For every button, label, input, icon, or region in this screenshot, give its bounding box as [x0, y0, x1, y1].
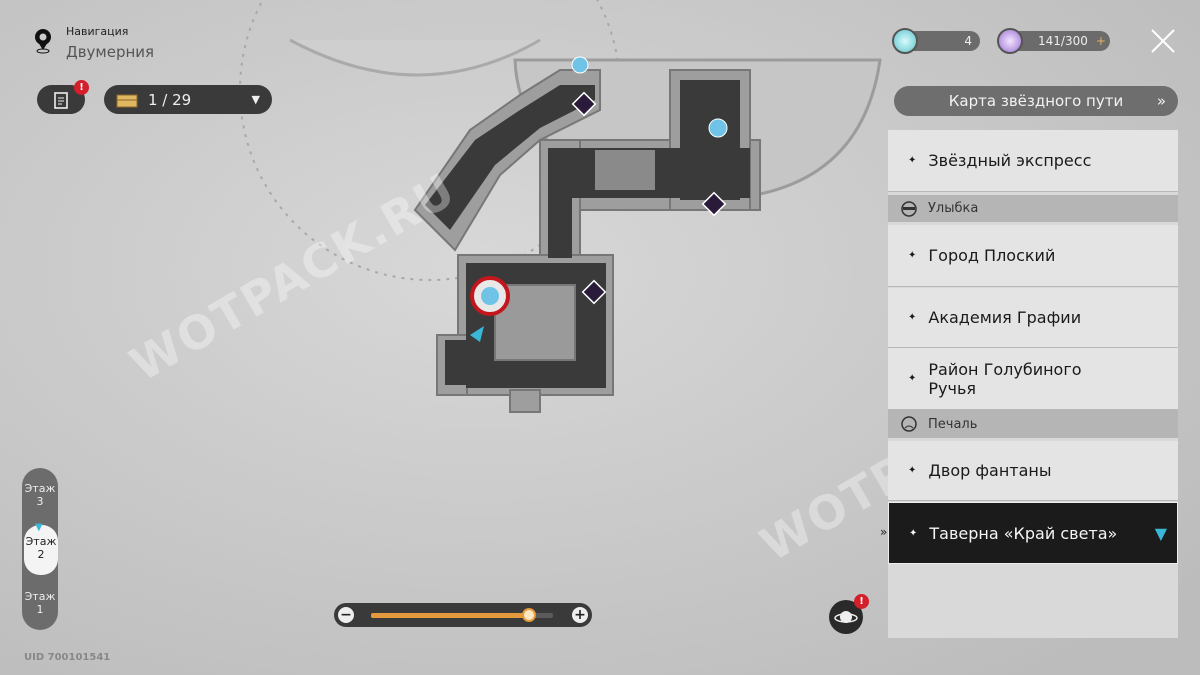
add-power-button[interactable]: +	[1095, 34, 1106, 48]
diamond-icon: ✦	[909, 527, 918, 539]
location-group-header: Улыбка	[888, 195, 1178, 222]
navigation-label: Навигация	[66, 25, 129, 38]
floor-number: 3	[36, 495, 44, 508]
location-item[interactable]: ✦ Город Плоский	[888, 225, 1178, 287]
zoom-track[interactable]	[371, 613, 553, 618]
floor-label: Этаж	[25, 535, 57, 548]
location-label: Двор фантаны	[928, 461, 1052, 480]
location-label: Академия Графии	[928, 308, 1082, 327]
star-map-label: Карта звёздного пути	[948, 92, 1124, 110]
location-item[interactable]: ✦ Двор фантаны	[888, 441, 1178, 501]
diamond-icon: ✦	[908, 312, 917, 323]
alert-badge: !	[854, 594, 869, 609]
zoom-fill	[371, 613, 530, 618]
location-label: Звёздный экспресс	[928, 151, 1092, 170]
zoom-in-button[interactable]: +	[572, 607, 588, 623]
location-item[interactable]: ✦ Академия Графии	[888, 288, 1178, 348]
chest-counter-dropdown[interactable]: 1 / 29 ▼	[104, 85, 272, 114]
location-item-selected[interactable]: ✦ Таверна «Край света» ▼	[888, 502, 1178, 564]
close-icon[interactable]	[1150, 28, 1176, 54]
power-counter: 141/300 +	[1010, 31, 1110, 51]
location-label: Район Голубиного Ручья	[928, 359, 1082, 398]
location-label: Таверна «Край света»	[929, 523, 1118, 543]
location-group-header: Печаль	[888, 410, 1178, 438]
current-position-icon: ▼	[1154, 523, 1167, 543]
floor-number: 2	[37, 548, 45, 561]
location-item[interactable]: ✦ Район Голубиного Ручья	[888, 348, 1178, 410]
planet-icon	[834, 611, 858, 623]
chevron-down-icon: ▼	[251, 93, 260, 106]
clipboard-icon	[54, 91, 68, 109]
diamond-icon: ✦	[908, 155, 917, 166]
fuel-value: 4	[964, 34, 972, 48]
group-label: Печаль	[928, 416, 978, 432]
fuel-icon	[892, 28, 918, 54]
trailblaze-power-icon	[997, 28, 1023, 54]
uid-label: UID 700101541	[24, 652, 111, 663]
missions-button[interactable]	[37, 85, 85, 114]
zoom-handle[interactable]	[522, 608, 537, 622]
player-floor-icon: ▼	[35, 522, 43, 533]
alert-badge: !	[74, 80, 89, 95]
diamond-icon: ✦	[908, 373, 917, 384]
floor-number: 1	[36, 603, 44, 616]
treasure-chest-icon	[116, 94, 138, 107]
zoom-slider[interactable]: − +	[334, 603, 592, 627]
diamond-icon: ✦	[908, 465, 917, 476]
location-list[interactable]: ✦ Звёздный экспресс Улыбка ✦ Город Плоский…	[888, 130, 1178, 638]
power-value: 141/300	[1038, 34, 1088, 48]
floor-label: Этаж	[24, 482, 56, 495]
double-chevron-right-icon: »	[1156, 92, 1166, 110]
fuel-counter: 4	[905, 31, 980, 51]
group-label: Улыбка	[928, 201, 979, 216]
selection-arrow-icon: »	[880, 525, 888, 539]
location-item[interactable]: ✦ Звёздный экспресс	[888, 130, 1178, 192]
location-pin-icon	[35, 29, 51, 54]
location-label: Город Плоский	[928, 246, 1056, 265]
current-location: Двумерния	[66, 43, 155, 61]
diamond-icon: ✦	[908, 250, 917, 261]
star-map-button[interactable]: Карта звёздного пути »	[894, 86, 1178, 116]
smile-mask-icon	[901, 200, 917, 217]
floor-label: Этаж	[24, 590, 56, 603]
chest-count: 1 / 29	[148, 90, 192, 109]
zoom-out-button[interactable]: −	[338, 607, 354, 623]
sad-mask-icon	[901, 416, 917, 432]
